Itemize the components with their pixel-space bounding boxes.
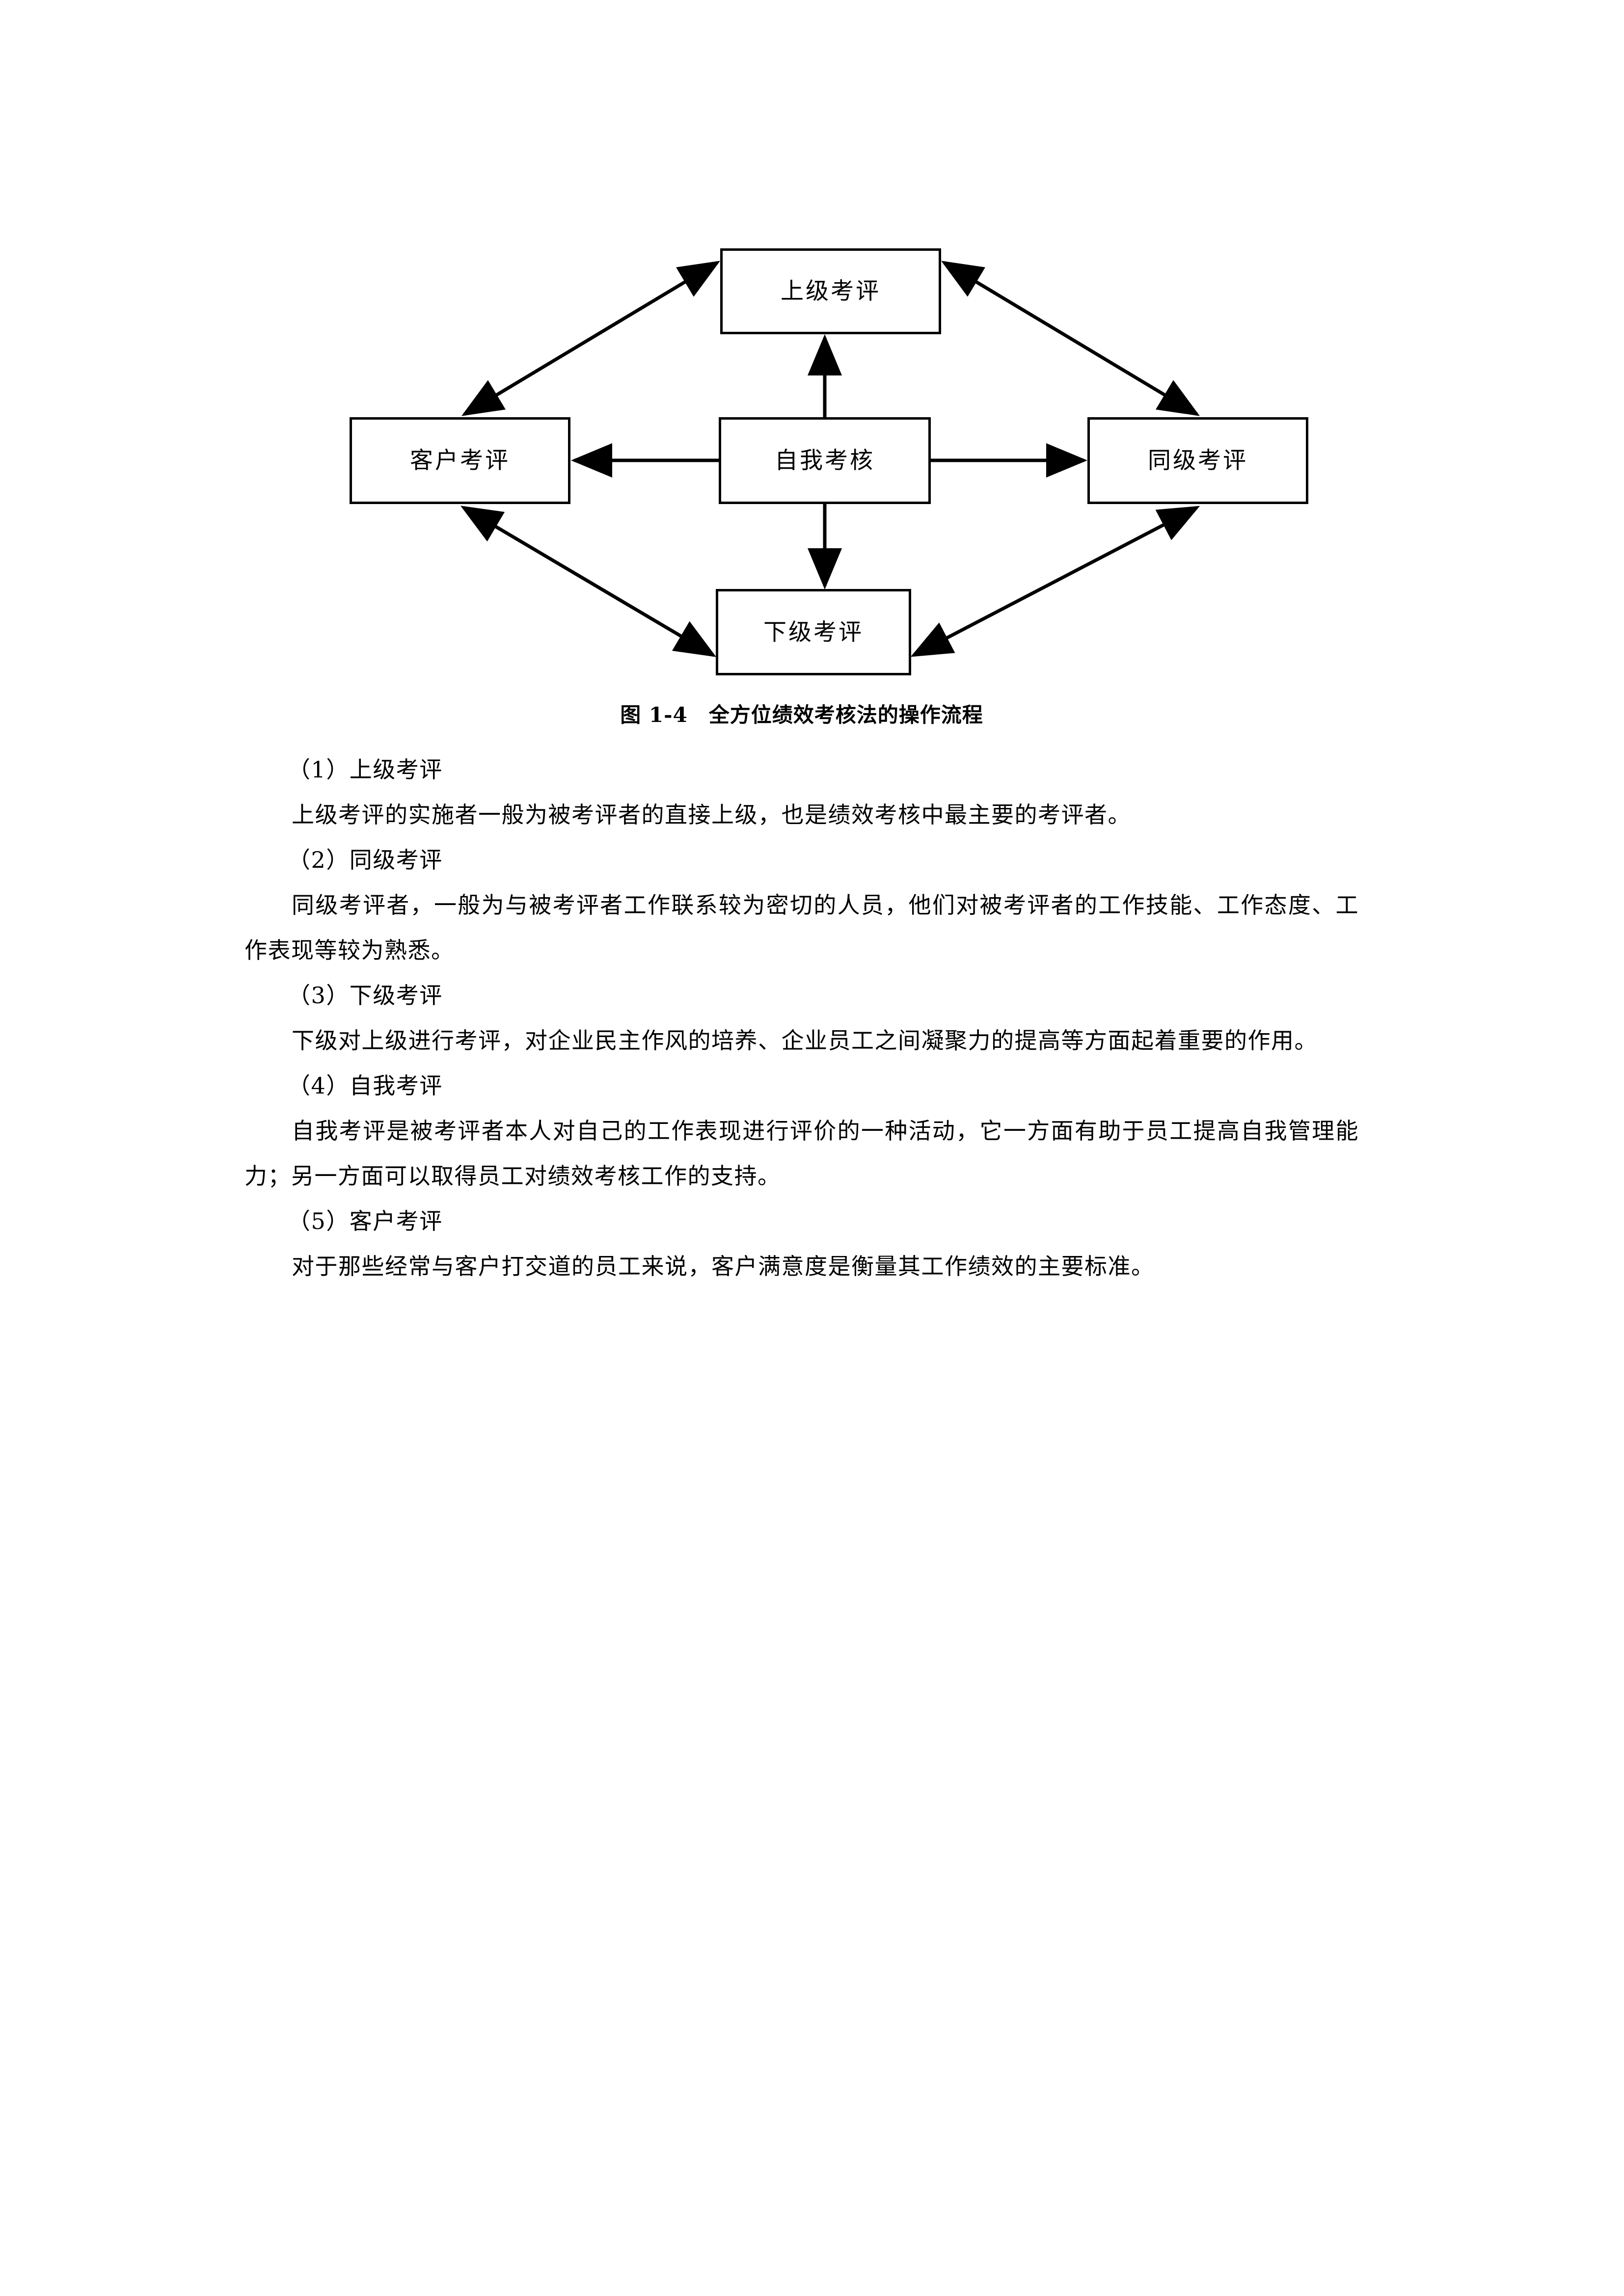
- node-label: 同级考评: [1148, 447, 1248, 474]
- section-heading-5: （5）客户考评: [288, 1208, 443, 1234]
- node-customer-review: 客户考评: [350, 417, 570, 504]
- section-heading-2: （2）同级考评: [288, 847, 443, 873]
- section-body-5: 对于那些经常与客户打交道的员工来说，客户满意度是衡量其工作绩效的主要标准。: [292, 1253, 1155, 1280]
- node-subordinate-review: 下级考评: [716, 589, 911, 675]
- node-label: 下级考评: [763, 618, 864, 646]
- arrow-superior-peer: [941, 261, 1200, 416]
- section-body-2: 同级考评者，一般为与被考评者工作联系较为密切的人员，他们对被考评者的工作技能、工…: [244, 892, 1359, 963]
- node-peer-review: 同级考评: [1087, 417, 1308, 504]
- node-superior-review: 上级考评: [720, 248, 941, 334]
- arrow-customer-subordinate: [460, 506, 717, 657]
- section-body-3: 下级对上级进行考评，对企业民主作风的培养、企业员工之间凝聚力的提高等方面起着重要…: [292, 1027, 1318, 1054]
- section-heading-1: （1）上级考评: [288, 756, 443, 783]
- arrow-subordinate-peer: [910, 506, 1200, 657]
- node-label: 上级考评: [781, 278, 881, 305]
- node-self-assessment: 自我考核: [719, 417, 931, 504]
- diagram-connectors: [460, 261, 1200, 657]
- section-body-4: 自我考评是被考评者本人对自己的工作表现进行评价的一种活动，它一方面有助于员工提高…: [244, 1118, 1359, 1189]
- section-heading-3: （3）下级考评: [288, 982, 443, 1009]
- figure-caption: 图 1-4 全方位绩效考核法的操作流程: [620, 703, 983, 727]
- node-label: 自我考核: [775, 447, 875, 474]
- node-label: 客户考评: [410, 447, 510, 474]
- section-body-1: 上级考评的实施者一般为被考评者的直接上级，也是绩效考核中最主要的考评者。: [292, 801, 1131, 828]
- figure-diagram: 上级考评 客户考评 自我考核 同级考评 下级考评: [244, 206, 1359, 702]
- section-heading-4: （4）自我考评: [288, 1072, 443, 1099]
- arrow-customer-superior: [461, 261, 721, 416]
- body-text: （1）上级考评 上级考评的实施者一般为被考评者的直接上级，也是绩效考核中最主要的…: [244, 747, 1359, 1289]
